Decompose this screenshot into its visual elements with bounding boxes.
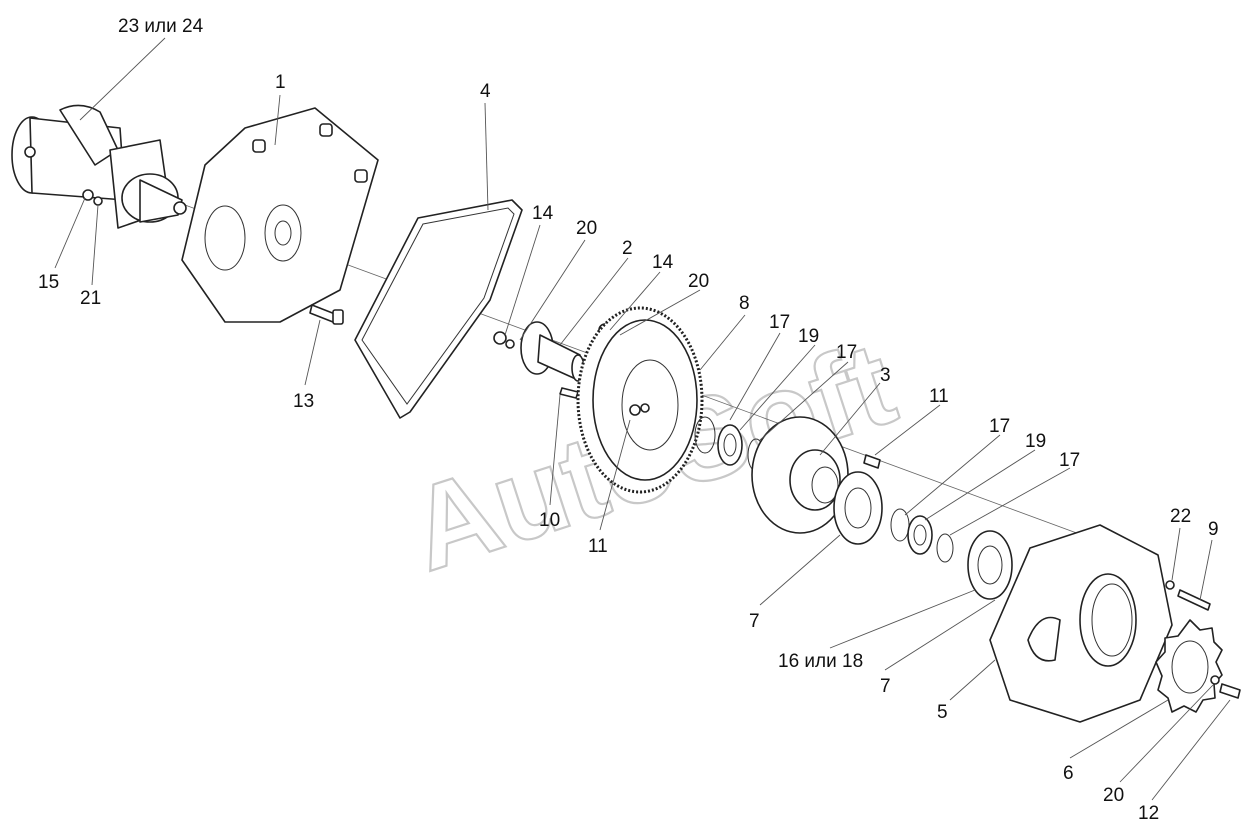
starter-motor xyxy=(11,104,187,229)
callout-4: 4 xyxy=(480,81,491,102)
callout-20: 20 xyxy=(688,271,709,292)
hub xyxy=(751,416,881,534)
callout-20: 20 xyxy=(1103,785,1124,806)
callout-10: 10 xyxy=(539,510,560,531)
callout-14: 14 xyxy=(532,203,554,224)
callout-7: 7 xyxy=(880,676,891,697)
callout-17: 17 xyxy=(769,312,790,333)
callout-11: 11 xyxy=(929,386,949,407)
callout-20: 20 xyxy=(576,218,597,239)
callout-19: 19 xyxy=(1025,431,1046,452)
callout-21: 21 xyxy=(80,288,101,309)
ring-gear xyxy=(576,306,704,494)
callout-1: 1 xyxy=(275,72,286,93)
leader-lines xyxy=(54,37,1231,801)
callout-15: 15 xyxy=(38,272,59,293)
callout-labels: 23 или 24 1 4 14 20 2 14 20 8 17 19 17 3… xyxy=(38,16,1219,824)
housing xyxy=(989,524,1211,723)
callout-2: 2 xyxy=(622,238,633,259)
callout-22: 22 xyxy=(1170,506,1191,527)
callout-11: 11 xyxy=(588,536,608,557)
bolt-13 xyxy=(309,304,344,325)
callout-17: 17 xyxy=(1059,450,1080,471)
mounting-plate xyxy=(181,107,379,323)
shim xyxy=(967,530,1013,600)
callout-12: 12 xyxy=(1138,803,1159,824)
callout-5: 5 xyxy=(937,702,948,723)
callout-23-or-24: 23 или 24 xyxy=(118,16,204,37)
bearing-set-2 xyxy=(890,508,954,563)
callout-13: 13 xyxy=(293,391,314,412)
callout-7: 7 xyxy=(749,611,760,632)
flange-gasket xyxy=(833,471,883,545)
shaft xyxy=(493,321,620,399)
callout-17: 17 xyxy=(989,416,1010,437)
bearing-set-1 xyxy=(694,416,765,472)
gasket xyxy=(354,199,523,419)
callout-8: 8 xyxy=(739,293,750,314)
callout-9: 9 xyxy=(1208,519,1219,540)
sprocket xyxy=(1155,619,1241,713)
callout-6: 6 xyxy=(1063,763,1074,784)
callout-17: 17 xyxy=(836,342,857,363)
callout-14: 14 xyxy=(652,252,674,273)
callout-3: 3 xyxy=(880,365,891,386)
callout-19: 19 xyxy=(798,326,819,347)
callout-16-or-18: 16 или 18 xyxy=(778,651,863,672)
